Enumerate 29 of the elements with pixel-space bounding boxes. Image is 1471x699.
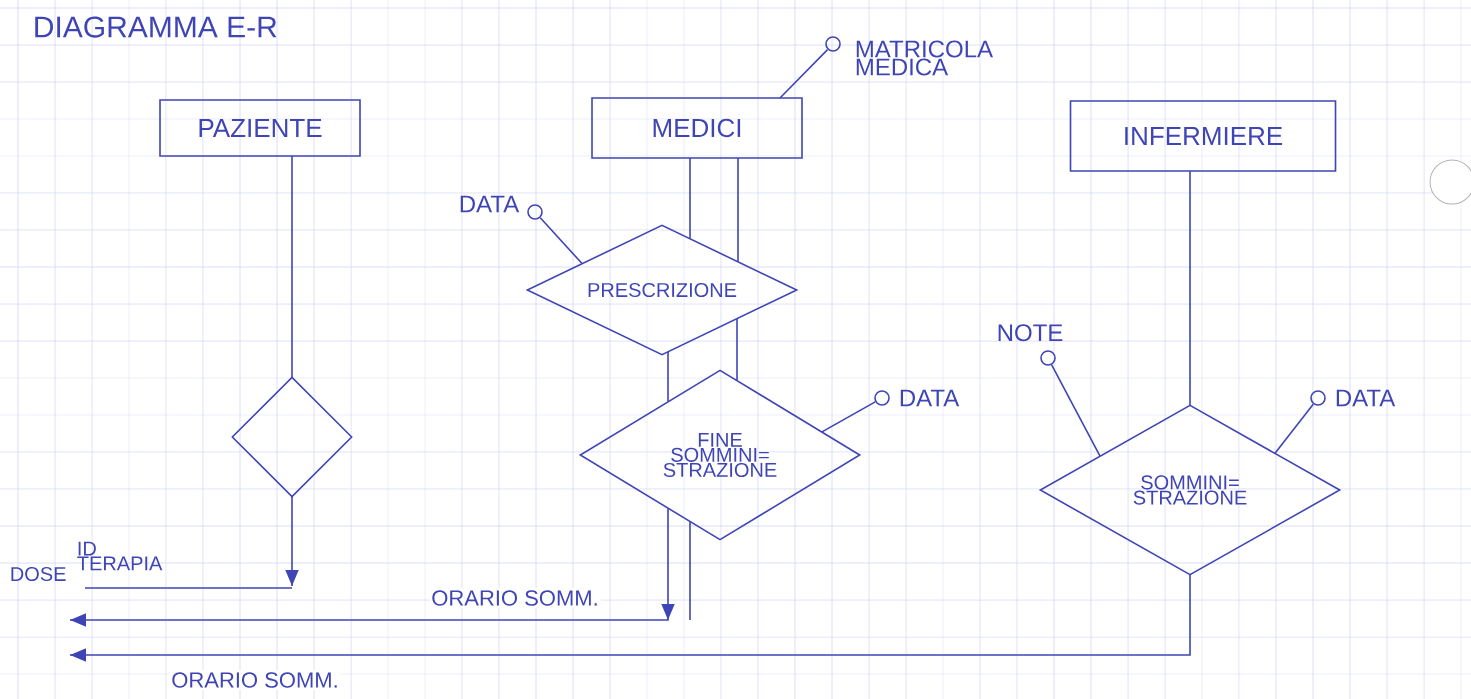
attribute-label: MATRICOLA MEDICA bbox=[856, 40, 993, 76]
attribute-label: DATA bbox=[900, 389, 960, 407]
attribute-label: ID TERAPIA bbox=[77, 541, 163, 571]
entity-box: INFERMIERE bbox=[1069, 100, 1337, 172]
diagram-title: DIAGRAMMA E-R bbox=[35, 16, 277, 38]
arrow bbox=[285, 496, 299, 587]
edge-label: ORARIO SOMM. bbox=[169, 670, 341, 690]
connector-line bbox=[736, 318, 738, 382]
edge-label: ORARIO SOMM. bbox=[429, 588, 601, 608]
connector-line bbox=[667, 351, 669, 403]
relationship-diamond bbox=[231, 376, 353, 498]
connector-line bbox=[539, 216, 583, 265]
attribute-label: DOSE bbox=[11, 566, 66, 582]
connector-line bbox=[821, 401, 876, 433]
attribute-label: DATA bbox=[1336, 389, 1396, 407]
attribute-label: DATA bbox=[460, 195, 520, 213]
connector-line bbox=[779, 48, 829, 99]
entity-box: MEDICI bbox=[591, 97, 803, 159]
arrow bbox=[69, 507, 675, 627]
connector-line bbox=[291, 155, 293, 378]
connector-line bbox=[1050, 364, 1101, 457]
connector-line bbox=[1189, 170, 1191, 406]
connector-line bbox=[1274, 403, 1314, 454]
connector-line bbox=[689, 157, 691, 240]
connector-line bbox=[737, 157, 739, 263]
entity-box: PAZIENTE bbox=[159, 99, 361, 157]
connector-line bbox=[689, 521, 691, 621]
attribute-label: NOTE bbox=[998, 324, 1063, 342]
arrow bbox=[69, 574, 1191, 662]
